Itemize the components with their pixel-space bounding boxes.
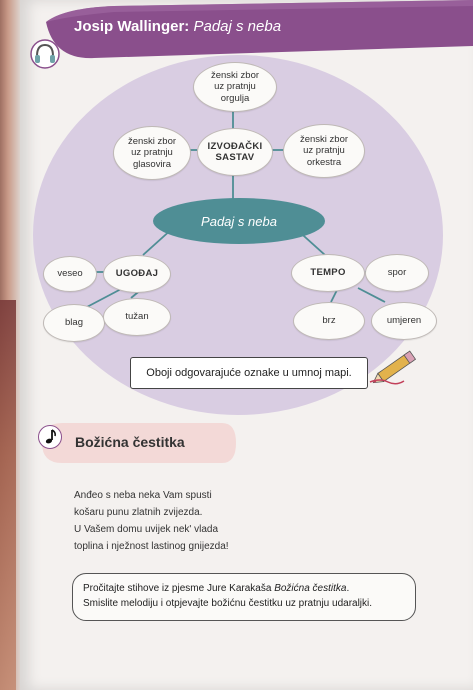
song-instruction-line1: Pročitajte stihove iz pjesme Jure Karaka… bbox=[83, 581, 405, 596]
center-node: Padaj s neba bbox=[153, 198, 325, 244]
poem: Anđeo s neba neka Vam spusti košaru punu… bbox=[74, 487, 229, 555]
section-title-bar bbox=[42, 423, 236, 463]
mind-map-instruction-text: Oboji odgovarajuće oznake u umnoj mapi. bbox=[146, 367, 352, 379]
instruction-text: Pročitajte stihove iz pjesme Jure Karaka… bbox=[83, 583, 275, 594]
mood-node: UGOĐAJ bbox=[103, 255, 171, 293]
mood-sad[interactable]: tužan bbox=[103, 298, 171, 336]
pencil-icon bbox=[369, 350, 417, 385]
tempo-slow-label: spor bbox=[387, 267, 407, 279]
headphones-icon bbox=[30, 39, 60, 69]
center-label: Padaj s neba bbox=[201, 213, 277, 229]
instruction-song-title: Božićna čestitka bbox=[274, 583, 347, 594]
performers-node: IZVOĐAČKI SASTAV bbox=[197, 128, 273, 176]
tempo-moderate[interactable]: umjeren bbox=[371, 302, 437, 340]
performers-label: IZVOĐAČKI SASTAV bbox=[207, 140, 263, 163]
poem-line: U Vašem domu uvijek nek' vlada bbox=[74, 524, 219, 535]
tempo-label: TEMPO bbox=[310, 267, 346, 279]
performer-orchestra-label: ženski zbor uz pratnju orkestra bbox=[299, 133, 349, 168]
song-instruction-line2: Smislite melodiju i otpjevajte božićnu č… bbox=[83, 598, 373, 609]
book-left-illustration bbox=[0, 300, 16, 690]
section-title: Božićna čestitka bbox=[75, 434, 185, 450]
performer-organ-label: ženski zbor uz pratnju orgulja bbox=[210, 69, 260, 104]
song-instruction: Pročitajte stihove iz pjesme Jure Karaka… bbox=[72, 573, 416, 621]
header-bar: Josip Wallinger: Padaj s neba bbox=[24, 0, 473, 62]
book-left-edge bbox=[0, 0, 20, 690]
tempo-moderate-label: umjeren bbox=[386, 315, 422, 327]
instruction-text-end: . bbox=[346, 583, 350, 594]
tempo-fast[interactable]: brz bbox=[293, 302, 365, 340]
performer-piano[interactable]: ženski zbor uz pratnju glasovira bbox=[113, 126, 191, 180]
mind-map: ženski zbor uz pratnju orgulja IZVOĐAČKI… bbox=[33, 50, 443, 420]
tempo-slow[interactable]: spor bbox=[365, 254, 429, 292]
mood-gentle-label: blag bbox=[65, 317, 83, 329]
composer-name: Josip Wallinger: bbox=[74, 18, 190, 35]
mood-label: UGOĐAJ bbox=[115, 268, 159, 280]
mood-sad-label: tužan bbox=[125, 311, 149, 323]
page-title: Josip Wallinger: Padaj s neba bbox=[74, 18, 281, 35]
poem-line: košaru punu zlatnih zvijezda. bbox=[74, 507, 203, 518]
poem-line: toplina i nježnost lastinog gnijezda! bbox=[74, 541, 229, 552]
performer-organ[interactable]: ženski zbor uz pratnju orgulja bbox=[193, 62, 277, 112]
tempo-fast-label: brz bbox=[322, 315, 336, 327]
music-note-icon bbox=[38, 425, 62, 449]
header-shape bbox=[46, 0, 473, 59]
performer-piano-label: ženski zbor uz pratnju glasovira bbox=[127, 135, 177, 170]
mood-cheerful-label: veseo bbox=[57, 268, 83, 280]
tempo-node: TEMPO bbox=[291, 254, 365, 292]
mood-cheerful[interactable]: veseo bbox=[43, 256, 97, 292]
mind-map-instruction: Oboji odgovarajuće oznake u umnoj mapi. bbox=[130, 357, 368, 389]
poem-line: Anđeo s neba neka Vam spusti bbox=[74, 490, 212, 501]
performer-orchestra[interactable]: ženski zbor uz pratnju orkestra bbox=[283, 124, 365, 178]
mood-gentle[interactable]: blag bbox=[43, 304, 105, 342]
song-title: Padaj s neba bbox=[193, 18, 282, 35]
